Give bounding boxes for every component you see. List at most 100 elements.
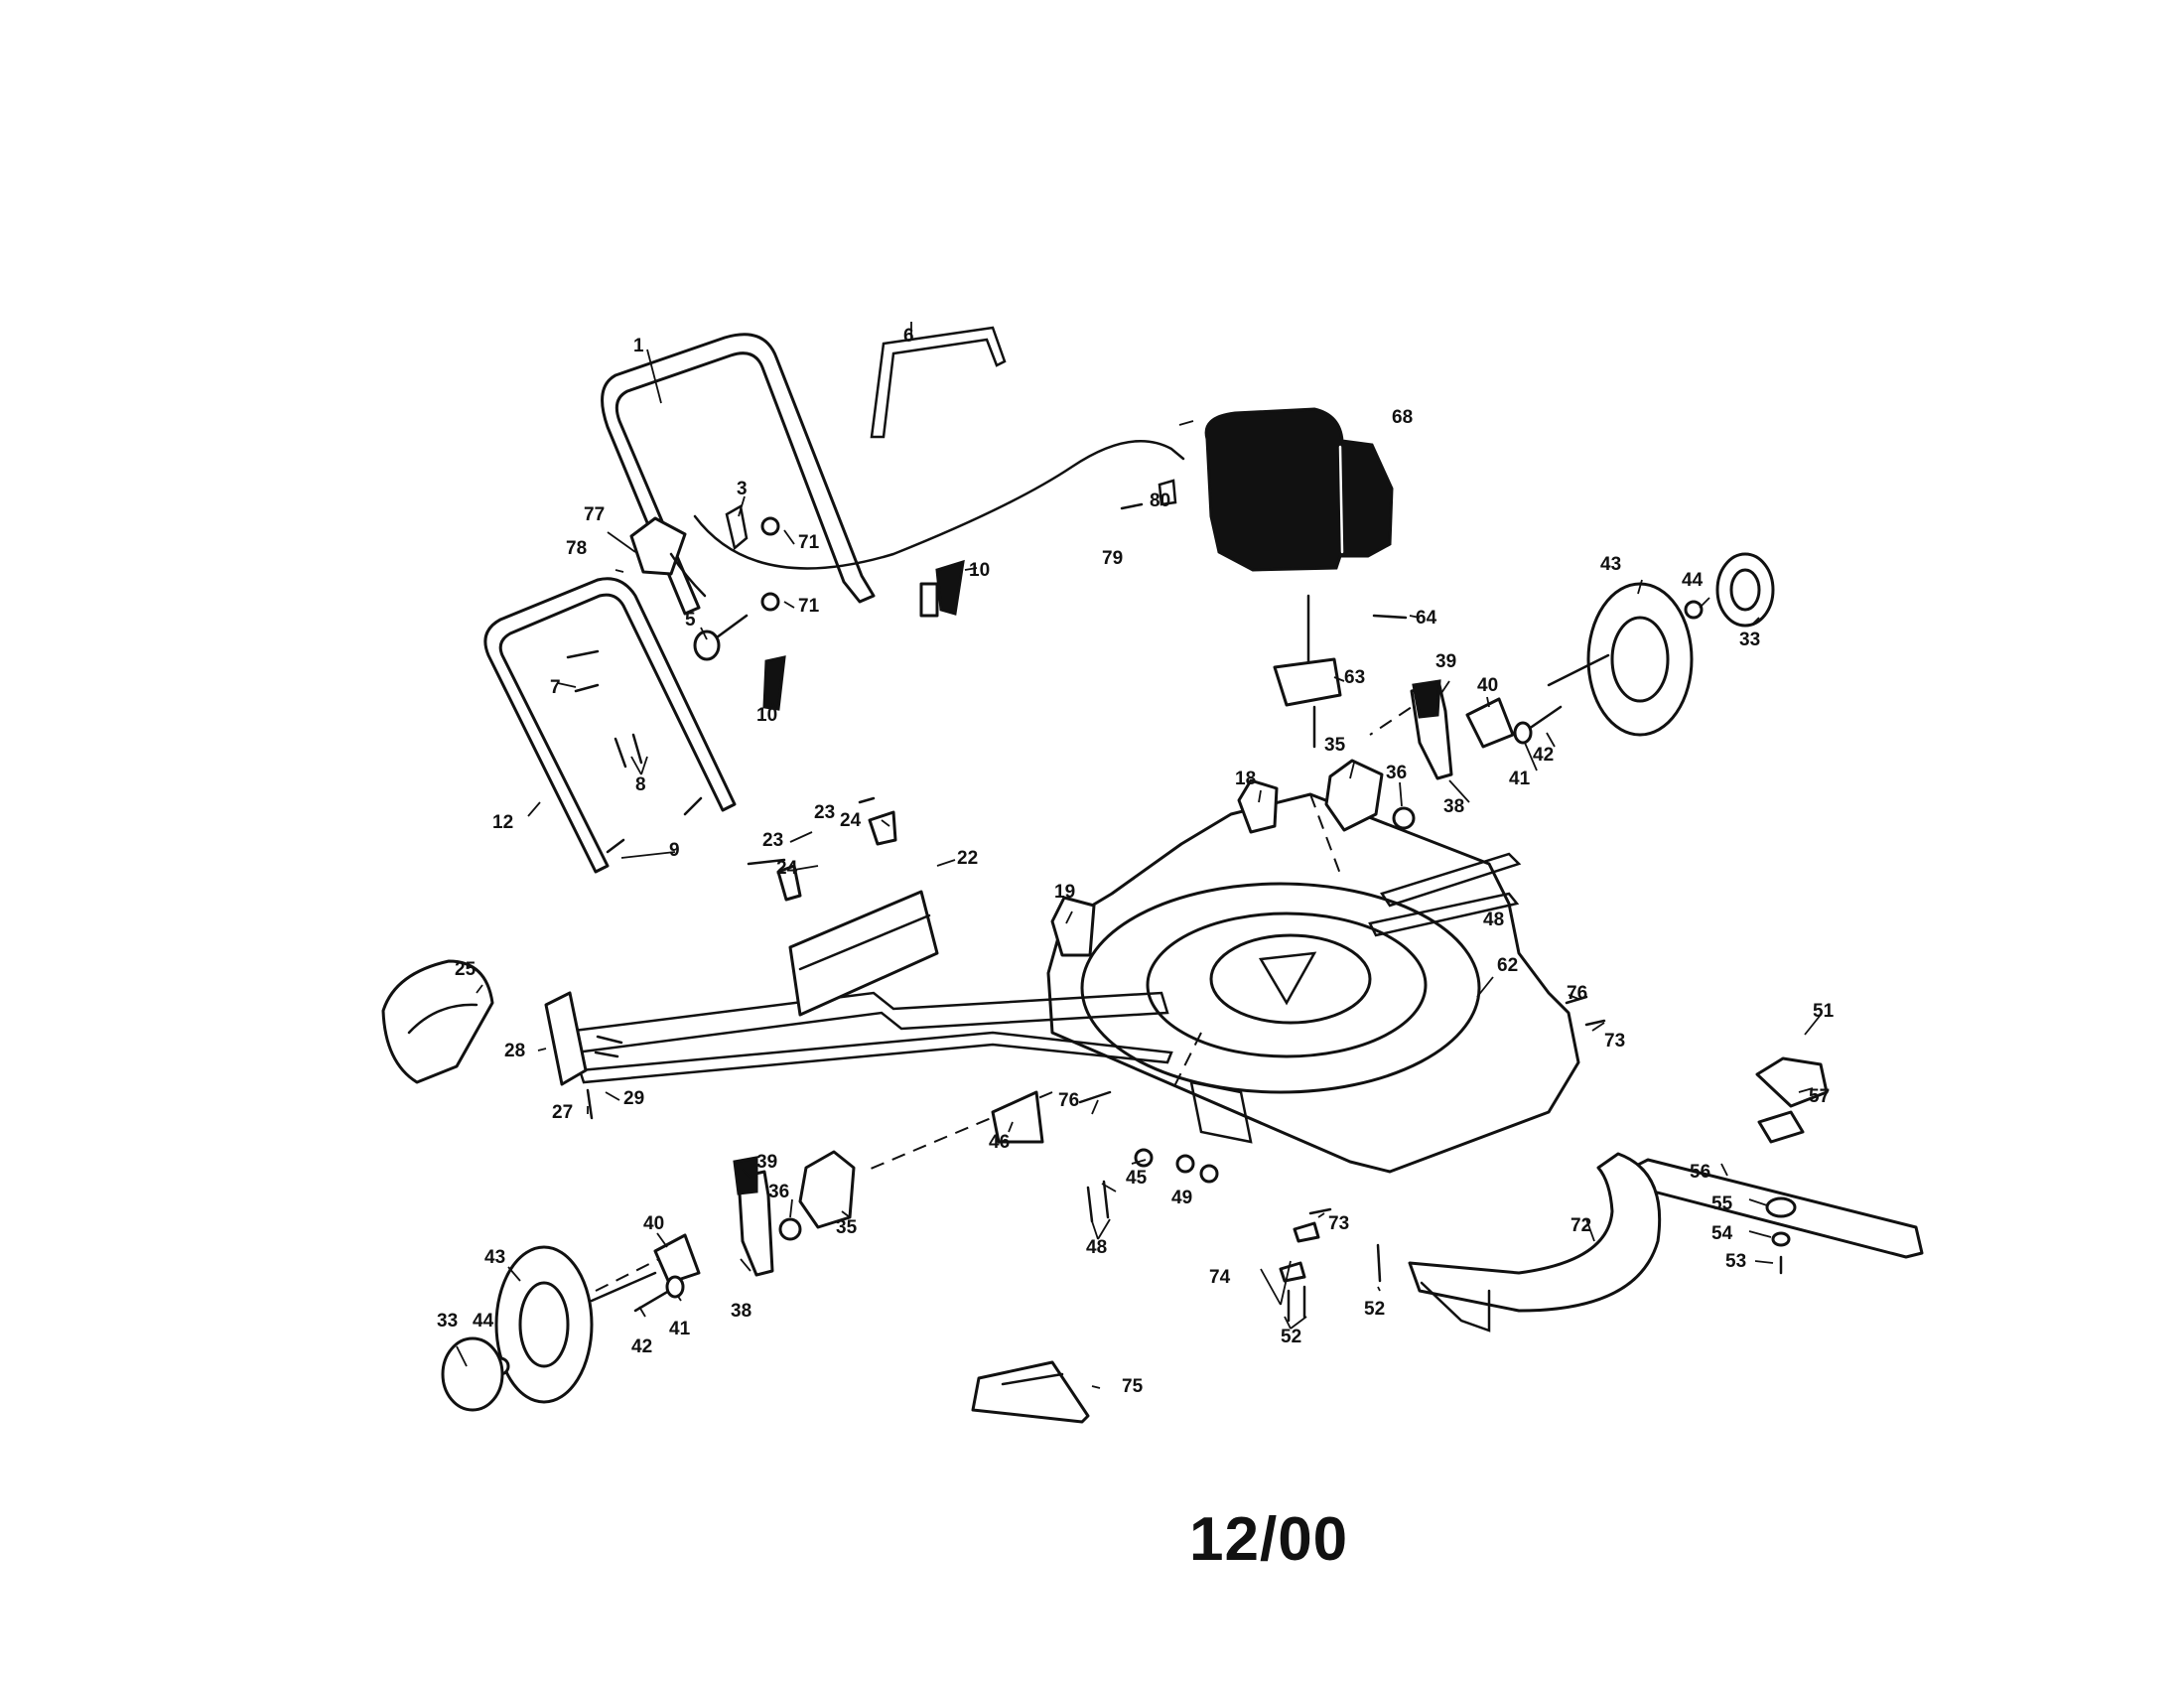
callout-leaders — [456, 322, 1822, 1389]
callout-27: 27 — [552, 1102, 573, 1123]
clip-nut — [1293, 1221, 1320, 1243]
callout-10: 10 — [969, 560, 990, 581]
rear-axle-bar — [1368, 892, 1520, 937]
blade-adapter-upper — [1755, 1056, 1829, 1108]
callout-51: 51 — [1813, 1001, 1835, 1022]
callout-71: 71 — [798, 532, 820, 553]
callout-22: 22 — [957, 848, 978, 869]
control-box — [629, 516, 707, 598]
callout-57: 57 — [1809, 1086, 1830, 1107]
callout-77: 77 — [584, 504, 605, 525]
revision-date: 12/00 — [1189, 1505, 1349, 1574]
callout-29: 29 — [623, 1088, 644, 1109]
callout-41: 41 — [1509, 769, 1531, 789]
callout-43: 43 — [1600, 554, 1621, 575]
callout-33: 33 — [437, 1311, 458, 1332]
wheel-bolt — [1527, 705, 1563, 731]
callout-39: 39 — [1435, 651, 1456, 672]
screw — [1372, 614, 1408, 620]
washer — [1513, 721, 1533, 745]
eye-bolt — [693, 630, 721, 661]
callout-54: 54 — [1711, 1223, 1733, 1244]
discharge-chute — [381, 959, 494, 1084]
callout-24: 24 — [840, 810, 862, 831]
callout-55: 55 — [1711, 1193, 1733, 1214]
callout-71: 71 — [798, 596, 820, 617]
hinge-bolt — [858, 796, 876, 804]
callout-52: 52 — [1364, 1299, 1385, 1320]
wheel-bolt-nut — [1684, 600, 1704, 620]
callout-23: 23 — [814, 802, 835, 823]
nut — [1134, 1148, 1154, 1168]
callout-80: 80 — [1150, 491, 1170, 511]
callout-40: 40 — [1477, 675, 1498, 696]
nut — [1175, 1154, 1195, 1174]
callout-44: 44 — [1682, 570, 1704, 591]
chute-spring — [594, 1035, 623, 1058]
screw — [1376, 1243, 1382, 1283]
callout-9: 9 — [669, 840, 680, 861]
callout-6: 6 — [903, 326, 914, 347]
hinge-bolt — [747, 858, 786, 866]
handle-knob-lower — [762, 655, 786, 711]
callout-46: 46 — [989, 1132, 1010, 1153]
callout-43: 43 — [484, 1247, 505, 1268]
callout-18: 18 — [1235, 769, 1256, 789]
rear-bracket — [1237, 778, 1279, 834]
wing-knobs — [606, 796, 703, 854]
callout-36: 36 — [1386, 763, 1407, 783]
cable-clip — [725, 504, 749, 551]
blade-adapter — [1273, 657, 1342, 707]
callout-10: 10 — [756, 705, 777, 726]
callout-42: 42 — [631, 1336, 652, 1357]
chute-bracket — [544, 991, 588, 1086]
height-adjust-lever — [737, 1170, 774, 1277]
callout-1: 1 — [633, 336, 644, 356]
control-cable — [693, 439, 1185, 570]
washer — [665, 1275, 685, 1299]
handle-bolts — [614, 733, 643, 769]
hex-nut — [760, 592, 780, 612]
baffle — [1408, 1152, 1662, 1313]
callout-40: 40 — [643, 1213, 664, 1234]
hinge-bracket — [868, 810, 897, 846]
callout-12: 12 — [492, 812, 513, 833]
rear-axle-bar — [1380, 852, 1522, 908]
callout-19: 19 — [1054, 882, 1075, 903]
nut — [1199, 1164, 1219, 1184]
front-axle-lower — [578, 1031, 1173, 1084]
cable-clamp — [1158, 479, 1177, 506]
callout-73: 73 — [1604, 1031, 1625, 1052]
callout-38: 38 — [731, 1301, 751, 1322]
hinge-bracket — [776, 864, 802, 902]
deflector — [971, 1360, 1090, 1424]
callout-52: 52 — [1281, 1327, 1301, 1347]
callout-64: 64 — [1416, 608, 1437, 629]
screws — [1287, 1285, 1306, 1323]
control-bar — [870, 326, 1007, 439]
callout-78: 78 — [566, 538, 587, 559]
callout-8: 8 — [635, 774, 646, 795]
bolt — [1584, 1019, 1606, 1027]
carriage-bolts — [566, 649, 600, 693]
callout-24: 24 — [776, 858, 798, 879]
callout-76: 76 — [1567, 983, 1587, 1004]
deck-bolts — [1086, 1180, 1110, 1223]
blade-adapter-base — [1757, 1110, 1805, 1144]
bolt — [1308, 1207, 1332, 1215]
callout-28: 28 — [504, 1041, 525, 1061]
callout-3: 3 — [737, 479, 748, 499]
hub-cap — [441, 1336, 504, 1412]
callout-35: 35 — [1324, 735, 1346, 756]
handle-knob-upper — [919, 559, 965, 618]
deck-plate — [991, 1090, 1044, 1144]
callout-48: 48 — [1483, 910, 1504, 930]
lock-washer — [1771, 1231, 1791, 1247]
callout-45: 45 — [1126, 1168, 1148, 1189]
callout-35: 35 — [836, 1217, 858, 1238]
chute-pin — [586, 1088, 594, 1120]
bolt — [1565, 995, 1588, 1005]
callout-44: 44 — [473, 1311, 494, 1332]
spacer — [1392, 806, 1416, 830]
